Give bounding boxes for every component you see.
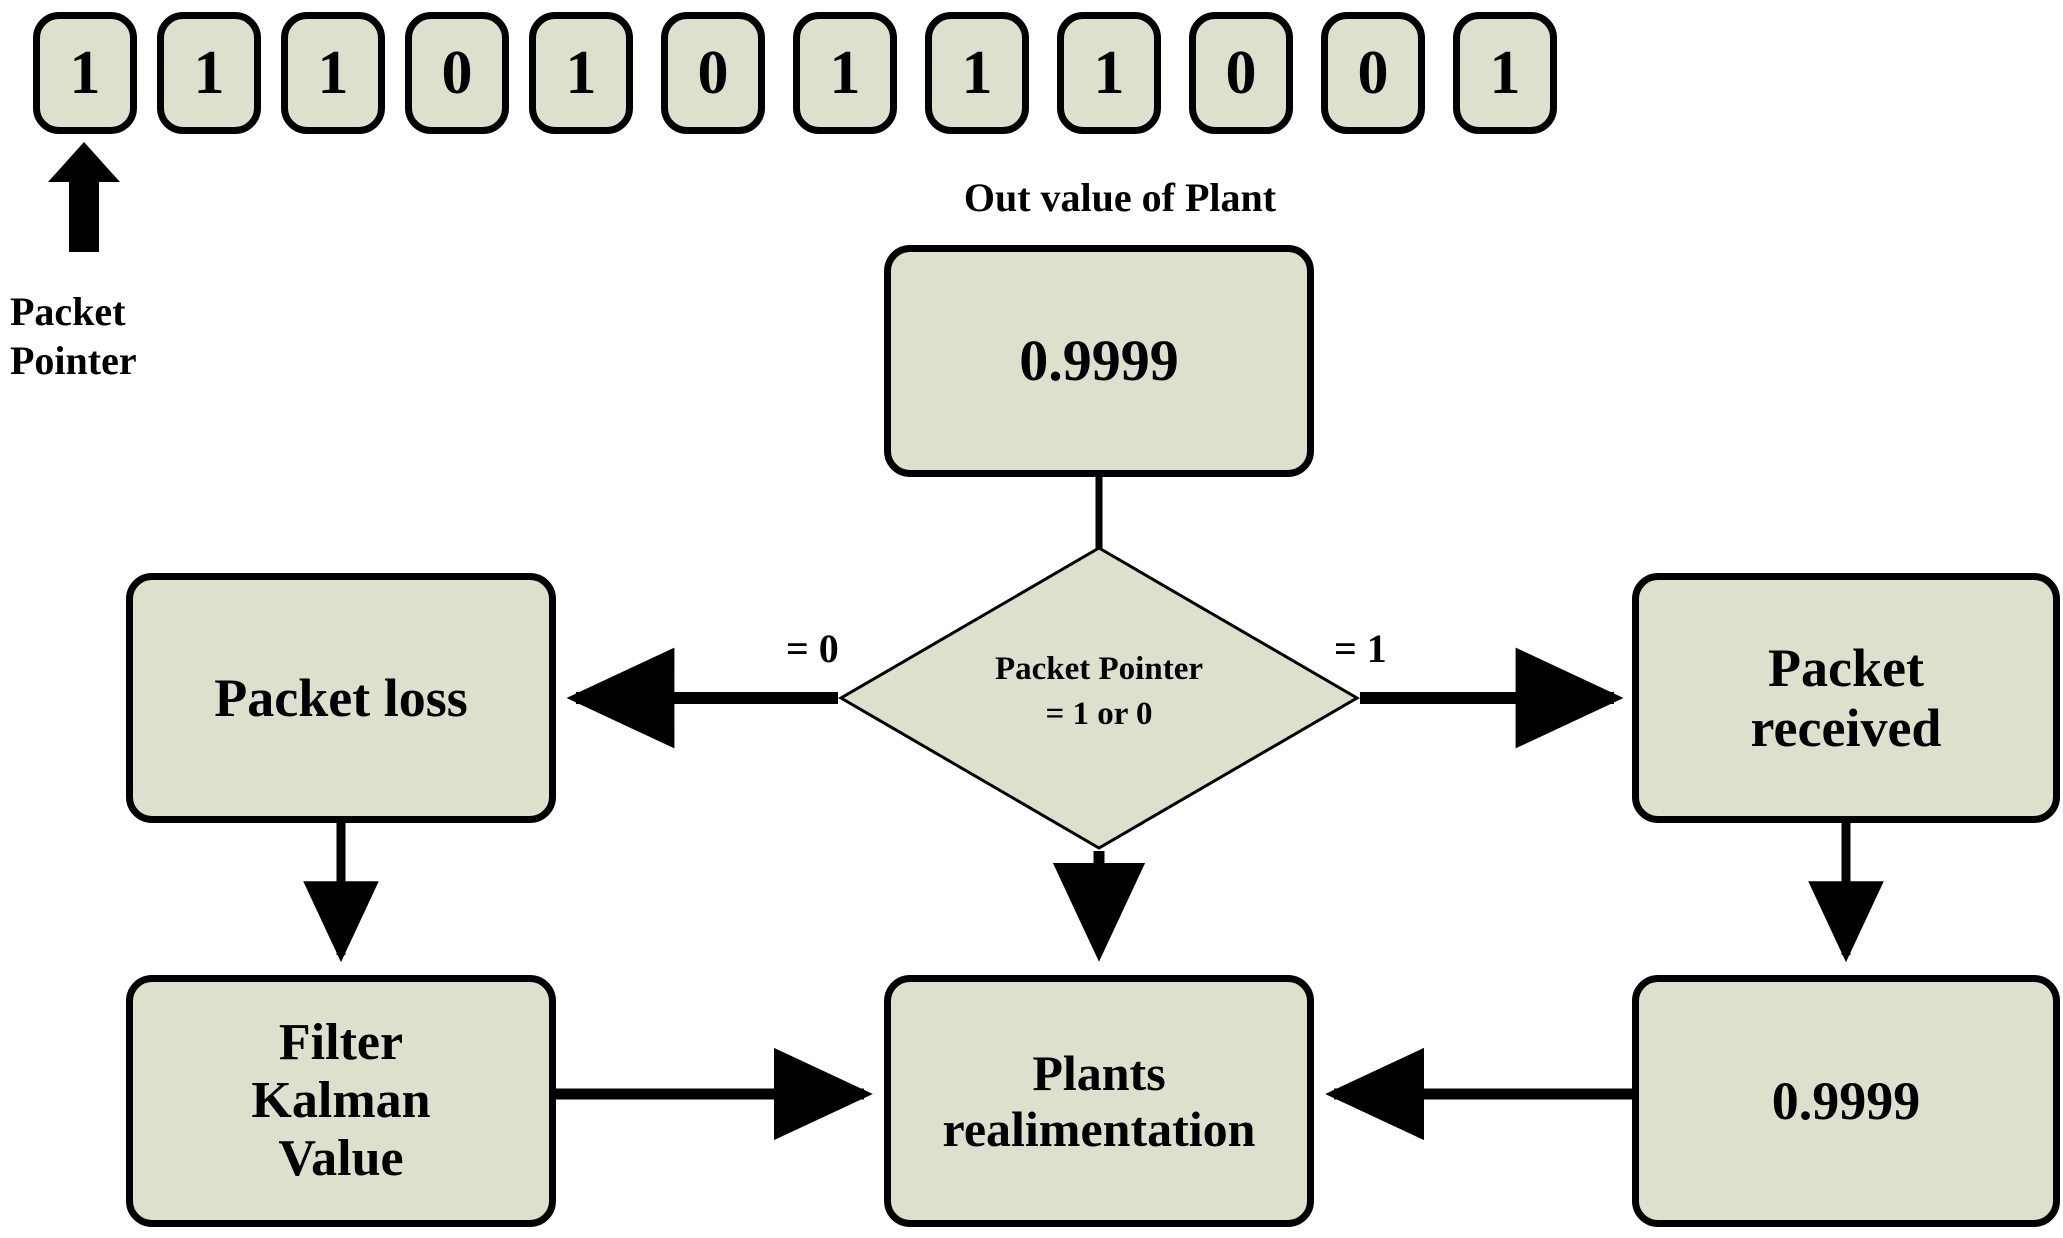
bit-cell-10[interactable]: 0: [1321, 12, 1425, 134]
bit-value: 1: [1093, 39, 1125, 107]
decision-text-line1: Packet Pointer: [994, 651, 1203, 687]
decision-text: Packet Pointer = 1 or 0: [838, 647, 1360, 736]
packet-pointer-up-arrow-icon: [48, 142, 120, 252]
bit-cell-3[interactable]: 0: [405, 12, 509, 134]
decision-packet-pointer[interactable]: Packet Pointer = 1 or 0: [838, 545, 1360, 851]
node-received-value[interactable]: 0.9999: [1632, 975, 2060, 1227]
bit-value: 1: [193, 39, 225, 107]
packet-pointer-label-line1: Packet: [10, 289, 126, 334]
plant-out-value-box[interactable]: 0.9999: [884, 245, 1314, 477]
node-filter-kalman-line1: Filter: [278, 1013, 404, 1071]
bit-cell-2[interactable]: 1: [281, 12, 385, 134]
packet-pointer-label: Packet Pointer: [10, 288, 220, 386]
bit-value: 1: [829, 39, 861, 107]
bit-cell-11[interactable]: 1: [1453, 12, 1557, 134]
bit-value: 1: [961, 39, 993, 107]
bit-value: 1: [1489, 39, 1521, 107]
bit-value: 0: [1225, 39, 1257, 107]
bit-value: 0: [441, 39, 473, 107]
node-packet-received-line1: Packet: [1768, 637, 1924, 698]
node-plants-realimentation[interactable]: Plants realimentation: [884, 975, 1314, 1227]
plant-out-caption: Out value of Plant: [963, 175, 1277, 220]
node-packet-received[interactable]: Packet received: [1632, 573, 2060, 823]
bit-cell-8[interactable]: 1: [1057, 12, 1161, 134]
bit-cell-0[interactable]: 1: [33, 12, 137, 134]
node-plants-realimentation-line2: realimentation: [942, 1101, 1256, 1157]
node-filter-kalman-value[interactable]: Filter Kalman Value: [126, 975, 556, 1227]
bit-cell-9[interactable]: 0: [1189, 12, 1293, 134]
packet-pointer-label-line2: Pointer: [10, 337, 137, 383]
bit-value: 1: [565, 39, 597, 107]
node-filter-kalman-line2: Kalman: [251, 1071, 431, 1129]
node-packet-loss[interactable]: Packet loss: [126, 573, 556, 823]
bit-value: 1: [317, 39, 349, 107]
decision-text-line2: = 1 or 0: [1045, 695, 1153, 732]
bit-cell-7[interactable]: 1: [925, 12, 1029, 134]
bit-value: 0: [697, 39, 729, 107]
node-received-value-label: 0.9999: [1771, 1070, 1921, 1131]
bit-cell-4[interactable]: 1: [529, 12, 633, 134]
node-filter-kalman-line3: Value: [278, 1130, 404, 1188]
node-packet-received-line2: received: [1750, 698, 1942, 758]
plant-out-value: 0.9999: [1019, 327, 1179, 393]
branch-label-zero: = 0: [786, 626, 839, 671]
bit-cell-6[interactable]: 1: [793, 12, 897, 134]
bit-value: 1: [69, 39, 101, 107]
bit-cell-5[interactable]: 0: [661, 12, 765, 134]
diamond-shape-icon: [838, 546, 1360, 850]
node-plants-realimentation-line1: Plants: [1032, 1045, 1166, 1101]
branch-label-one: = 1: [1334, 626, 1387, 671]
bit-value: 0: [1357, 39, 1389, 107]
bit-cell-1[interactable]: 1: [157, 12, 261, 134]
node-packet-loss-label: Packet loss: [214, 667, 468, 728]
